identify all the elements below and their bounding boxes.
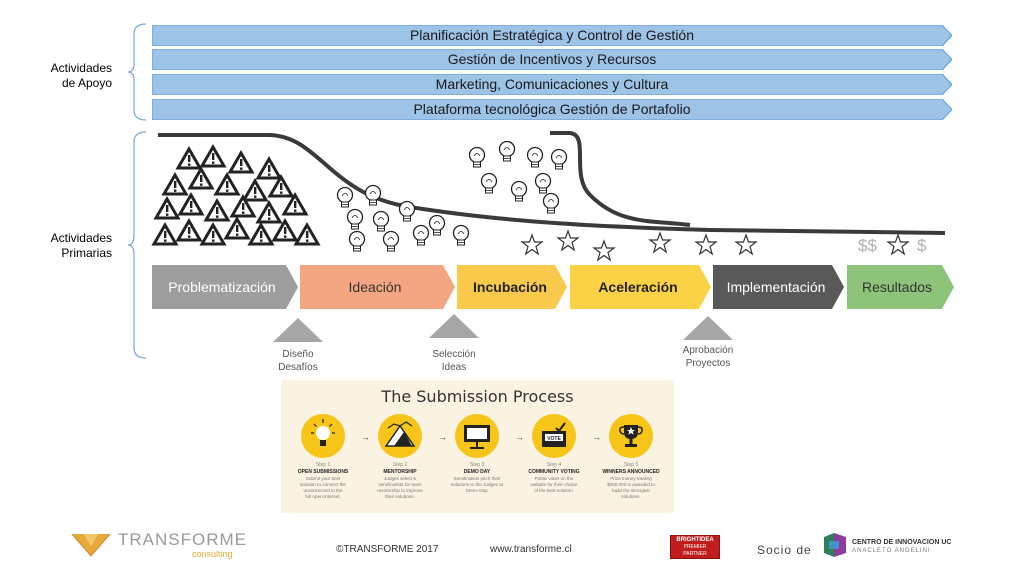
- star-icons: [521, 230, 909, 261]
- step-4-num: Step 4: [546, 462, 562, 468]
- stage-problematizacion: Problematización: [152, 265, 298, 309]
- stage-aceleracion: Aceleración: [570, 265, 711, 309]
- gate-label-2: Selección Ideas: [418, 348, 490, 374]
- funnel-illustration: $$ $: [152, 131, 946, 261]
- step-2-title: MENTORSHIP: [383, 469, 417, 475]
- copyright-text: ©TRANSFORME 2017: [336, 544, 439, 555]
- gate-triangle-3: [683, 316, 733, 340]
- svg-text:VOTE: VOTE: [547, 436, 561, 442]
- stage-resultados: Resultados: [847, 265, 954, 309]
- support-bar-incentives: Gestión de Incentivos y Recursos: [152, 49, 952, 70]
- step-3-title: DEMO DAY: [463, 469, 491, 475]
- support-bar-incentives-label: Gestión de Incentivos y Recursos: [447, 51, 657, 67]
- support-bar-planning-label: Planificación Estratégica y Control de G…: [409, 27, 695, 43]
- gate-label-3: Aprobación Proyectos: [670, 344, 746, 370]
- step-arrow-1: →: [361, 432, 370, 442]
- funnel-top-curve: [158, 133, 946, 235]
- support-bar-platform-label: Plataforma tecnológica Gestión de Portaf…: [413, 101, 691, 117]
- support-activities-label: Actividades de Apoyo: [40, 61, 112, 91]
- support-bar-marketing: Marketing, Comunicaciones y Cultura: [152, 74, 952, 95]
- step-3-num: Step 3: [469, 462, 485, 468]
- step-arrow-2: →: [438, 432, 447, 442]
- primary-label-line1: Actividades: [50, 231, 112, 245]
- step-5-title: WINNERS ANNOUNCED: [602, 469, 660, 475]
- primary-label-line2: Primarias: [61, 246, 112, 260]
- gate-1-line1: Diseño: [282, 349, 314, 360]
- stage-problematizacion-label: Problematización: [168, 279, 276, 295]
- step-5: Step 5 WINNERS ANNOUNCED Prize money tot…: [595, 414, 667, 500]
- centro-innovacion-sub: ANACLETO ANGELINI: [852, 548, 931, 554]
- website-link[interactable]: www.transforme.cl: [490, 544, 572, 555]
- presentation-icon: [455, 414, 499, 458]
- support-bar-marketing-label: Marketing, Comunicaciones y Cultura: [435, 76, 669, 92]
- transforme-logo-icon: [71, 533, 111, 557]
- centro-innovacion-logo-icon: [824, 533, 846, 557]
- step-5-desc: Prize money totaling$250,000 is awarded …: [607, 476, 655, 499]
- stage-implementacion: Implementación: [713, 265, 844, 309]
- step-4: VOTE Step 4 COMMUNITY VOTING Public vote…: [518, 414, 590, 494]
- support-bracket: [128, 23, 147, 121]
- stage-ideacion-label: Ideación: [348, 279, 402, 295]
- stage-implementacion-label: Implementación: [726, 279, 826, 295]
- centro-innovacion-text: CENTRO DE INNOVACION UC ANACLETO ANGELIN…: [852, 538, 951, 555]
- gate-3-line1: Aprobación: [682, 345, 734, 356]
- gate-triangle-2: [429, 314, 479, 338]
- dollar-symbols-1: $$: [858, 236, 877, 255]
- gate-1-line2: Desafíos: [278, 362, 318, 373]
- badge-line-2: PREMIER: [683, 544, 707, 550]
- stage-resultados-label: Resultados: [861, 279, 933, 295]
- support-bar-platform: Plataforma tecnológica Gestión de Portaf…: [152, 99, 952, 120]
- transforme-logo-sub: consulting: [192, 549, 233, 559]
- support-label-line1: Actividades: [50, 61, 112, 75]
- primary-bracket: [128, 131, 147, 359]
- step-3: Step 3 DEMO DAY Semifinalists pitch thei…: [441, 414, 513, 494]
- partner-prefix: Socio de: [757, 543, 812, 557]
- gate-2-line2: Ideas: [441, 362, 467, 373]
- stage-incubacion: Incubación: [457, 265, 567, 309]
- step-5-num: Step 5: [623, 462, 639, 468]
- submission-process-title: The Submission Process: [381, 387, 574, 406]
- incubation-bulbs: [468, 140, 568, 214]
- submission-process-panel: The Submission Process Step 1 OPEN SUBMI…: [281, 380, 674, 513]
- support-bar-planning: Planificación Estratégica y Control de G…: [152, 25, 952, 46]
- stage-aceleracion-label: Aceleración: [598, 279, 678, 295]
- dollar-symbols-2: $: [917, 236, 927, 255]
- step-1-title: OPEN SUBMISSIONS: [297, 469, 349, 475]
- stage-ideacion: Ideación: [300, 265, 455, 309]
- step-1: Step 1 OPEN SUBMISSIONS Submit your best…: [287, 414, 359, 500]
- step-1-num: Step 1: [315, 462, 331, 468]
- stage-incubacion-label: Incubación: [473, 279, 547, 295]
- step-2-num: Step 2: [392, 462, 408, 468]
- step-4-title: COMMUNITY VOTING: [528, 469, 580, 475]
- transforme-logo-name: TRANSFORME: [118, 530, 247, 549]
- primary-activities-label: Actividades Primarias: [40, 231, 112, 261]
- mountain-icon: [378, 414, 422, 458]
- lightbulb-icon: [301, 414, 345, 458]
- gate-2-line1: Selección: [432, 349, 476, 360]
- gate-3-line2: Proyectos: [685, 358, 731, 369]
- support-label-line2: de Apoyo: [61, 76, 112, 90]
- warning-icons: [152, 145, 320, 246]
- brightidea-badge: BRIGHTIDEA PREMIER PARTNER: [670, 535, 720, 559]
- funnel-inner-curve: [550, 131, 691, 227]
- step-arrow-3: →: [515, 432, 524, 442]
- idea-bulbs: [336, 184, 470, 252]
- ballot-box-icon: VOTE: [532, 414, 576, 458]
- gate-triangle-1: [273, 318, 323, 342]
- badge-line-1: BRIGHTIDEA: [676, 537, 714, 543]
- badge-line-3: PARTNER: [683, 551, 707, 557]
- trophy-icon: [609, 414, 653, 458]
- centro-innovacion-name: CENTRO DE INNOVACION UC: [852, 539, 952, 546]
- step-arrow-4: →: [592, 432, 601, 442]
- transforme-logo-text: TRANSFORME consulting: [118, 530, 247, 560]
- gate-label-1: Diseño Desafíos: [262, 348, 334, 374]
